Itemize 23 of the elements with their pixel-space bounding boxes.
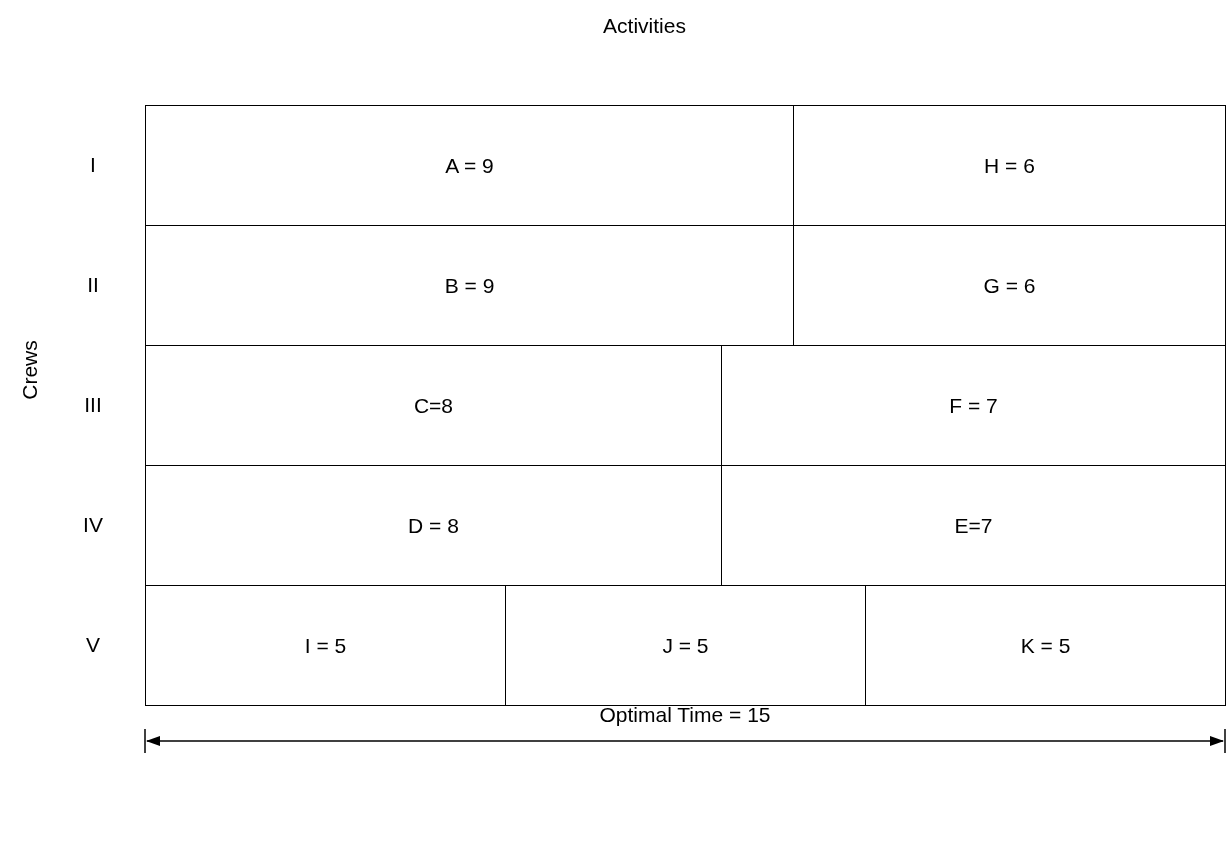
crew-label: II — [87, 273, 99, 297]
activity-label: F = 7 — [949, 393, 998, 418]
activity-label: G = 6 — [983, 273, 1036, 298]
axis-title: Crews — [18, 340, 42, 400]
dimension-label: Optimal Time = 15 — [599, 703, 771, 727]
activity-label: K = 5 — [1020, 633, 1071, 658]
activity-bar — [145, 105, 794, 226]
crew-label: IV — [83, 513, 103, 537]
activity-bar — [145, 585, 506, 706]
activity-label: A = 9 — [445, 153, 494, 178]
crew-label: V — [86, 633, 100, 657]
crew-label: I — [90, 153, 96, 177]
activity-label: B = 9 — [444, 273, 495, 298]
chart-title: Activities — [602, 14, 687, 38]
crew-label: III — [84, 393, 102, 417]
activity-bar — [865, 585, 1226, 706]
activity-bar — [793, 105, 1226, 226]
activity-label: I = 5 — [304, 633, 347, 658]
activity-label: D = 8 — [408, 513, 459, 538]
activity-label: E=7 — [954, 513, 993, 538]
activity-label: C=8 — [413, 393, 454, 418]
activity-label: J = 5 — [662, 633, 709, 658]
activity-label: H = 6 — [984, 153, 1035, 178]
